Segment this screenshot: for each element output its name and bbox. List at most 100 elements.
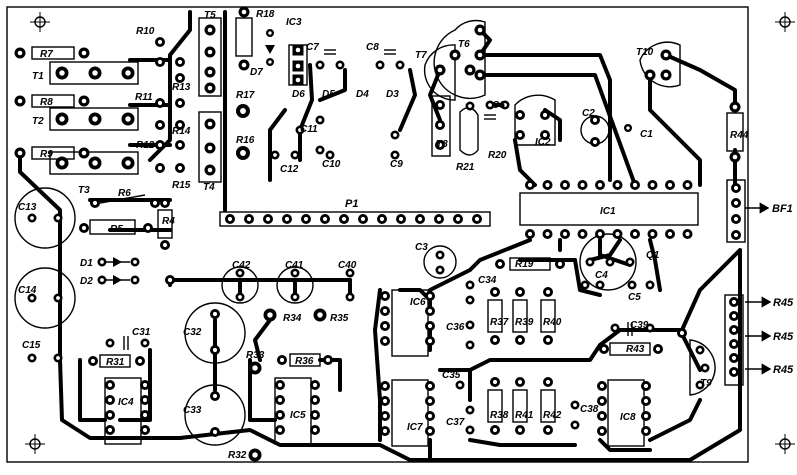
transistor-q1-outline — [579, 233, 637, 291]
pad-hole — [328, 153, 332, 157]
pad-hole — [92, 70, 98, 76]
pad-hole — [207, 121, 213, 127]
resistor-r39-body — [512, 299, 528, 333]
label-r38: R38 — [490, 410, 509, 421]
resistor-r19-body — [509, 257, 551, 271]
label-c31: C31 — [132, 327, 151, 338]
resistor-r42-body — [540, 389, 556, 423]
pad-hole — [698, 383, 702, 387]
pad-hole — [557, 261, 563, 267]
pad-hole — [177, 100, 183, 106]
pad-hole — [90, 358, 96, 364]
pad-hole — [273, 153, 277, 157]
pad-hole — [298, 128, 302, 132]
trace — [598, 238, 632, 267]
pad-hole — [142, 427, 148, 433]
pad-hole — [56, 216, 60, 220]
transistor-t9-body — [689, 339, 716, 396]
pad-hole — [417, 216, 423, 222]
label-r35: R35 — [330, 313, 349, 324]
ic7-body — [391, 379, 429, 447]
pad-hole — [246, 216, 252, 222]
label-c33: C33 — [183, 405, 202, 416]
pad-hole — [59, 70, 65, 76]
pad-hole — [643, 428, 649, 434]
pad-hole — [284, 216, 290, 222]
pad-hole — [348, 271, 352, 275]
label-r16: R16 — [236, 135, 255, 146]
pad-hole — [157, 100, 163, 106]
pad-hole — [360, 216, 366, 222]
trace — [373, 288, 382, 442]
label-r21: R21 — [456, 162, 475, 173]
pad-hole — [455, 216, 461, 222]
trace — [588, 238, 622, 262]
pad-hole — [207, 167, 213, 173]
label-r42: R42 — [543, 410, 562, 421]
pad-hole — [382, 308, 388, 314]
label-c1: C1 — [640, 129, 653, 140]
pad-hole — [492, 289, 498, 295]
label-ic3: IC3 — [286, 17, 302, 28]
trace — [248, 358, 277, 422]
label-t4: T4 — [203, 182, 215, 193]
pad-hole — [17, 150, 23, 156]
pad-hole — [598, 283, 602, 287]
output-connectors: BF1 R45 R45 R45 — [745, 202, 794, 376]
label-r12: R12 — [136, 140, 155, 151]
label-ic4: IC4 — [118, 397, 134, 408]
label-t9: T9 — [700, 378, 712, 389]
pad-hole — [277, 427, 283, 433]
pad-hole — [212, 311, 218, 317]
label-c37: C37 — [446, 417, 465, 428]
label-c14: C14 — [18, 285, 37, 296]
trace — [648, 238, 662, 292]
pad-hole — [142, 397, 148, 403]
label-r34: R34 — [283, 313, 302, 324]
trace — [478, 73, 637, 187]
label-c3: C3 — [415, 242, 428, 253]
label-q1: Q1 — [646, 250, 660, 261]
trace — [58, 358, 182, 440]
pad-hole — [562, 182, 568, 188]
pad-hole — [427, 398, 433, 404]
pad-hole — [81, 98, 87, 104]
label-r32: R32 — [228, 450, 247, 461]
pad-hole — [267, 312, 273, 318]
trace — [543, 108, 562, 142]
label-c39: C39 — [630, 320, 649, 331]
pad-hole — [615, 231, 620, 237]
pad-hole — [613, 326, 617, 330]
pad-hole — [177, 59, 183, 65]
resistor-r43-body — [609, 342, 651, 356]
pad-hole — [542, 112, 548, 118]
pad-hole — [632, 182, 638, 188]
trace — [253, 318, 272, 362]
pad-hole — [427, 323, 433, 329]
pad-hole — [30, 296, 34, 300]
pad-hole — [341, 216, 347, 222]
label-c32: C32 — [183, 327, 202, 338]
pad-hole — [488, 103, 492, 107]
label-c2: C2 — [582, 108, 595, 119]
pad-hole — [241, 62, 247, 68]
pad-hole — [492, 337, 498, 343]
transistor-t7-body — [423, 44, 456, 101]
pad-hole — [474, 216, 480, 222]
pad-hole — [240, 150, 246, 156]
capacitor-label-c8: C8 — [366, 42, 379, 53]
pad-hole — [107, 412, 113, 418]
pad-hole — [265, 216, 271, 222]
pad-hole — [125, 116, 131, 122]
pad-hole — [107, 382, 113, 388]
pad-hole — [268, 60, 272, 64]
trace — [468, 438, 577, 447]
label-t2: T2 — [32, 116, 44, 127]
label-r39: R39 — [515, 317, 534, 328]
pad-hole — [663, 72, 669, 78]
resistor-r44-body — [726, 112, 744, 152]
label-r17: R17 — [236, 90, 255, 101]
pad-hole — [545, 427, 551, 433]
r45-label-3: R45 — [773, 364, 794, 376]
